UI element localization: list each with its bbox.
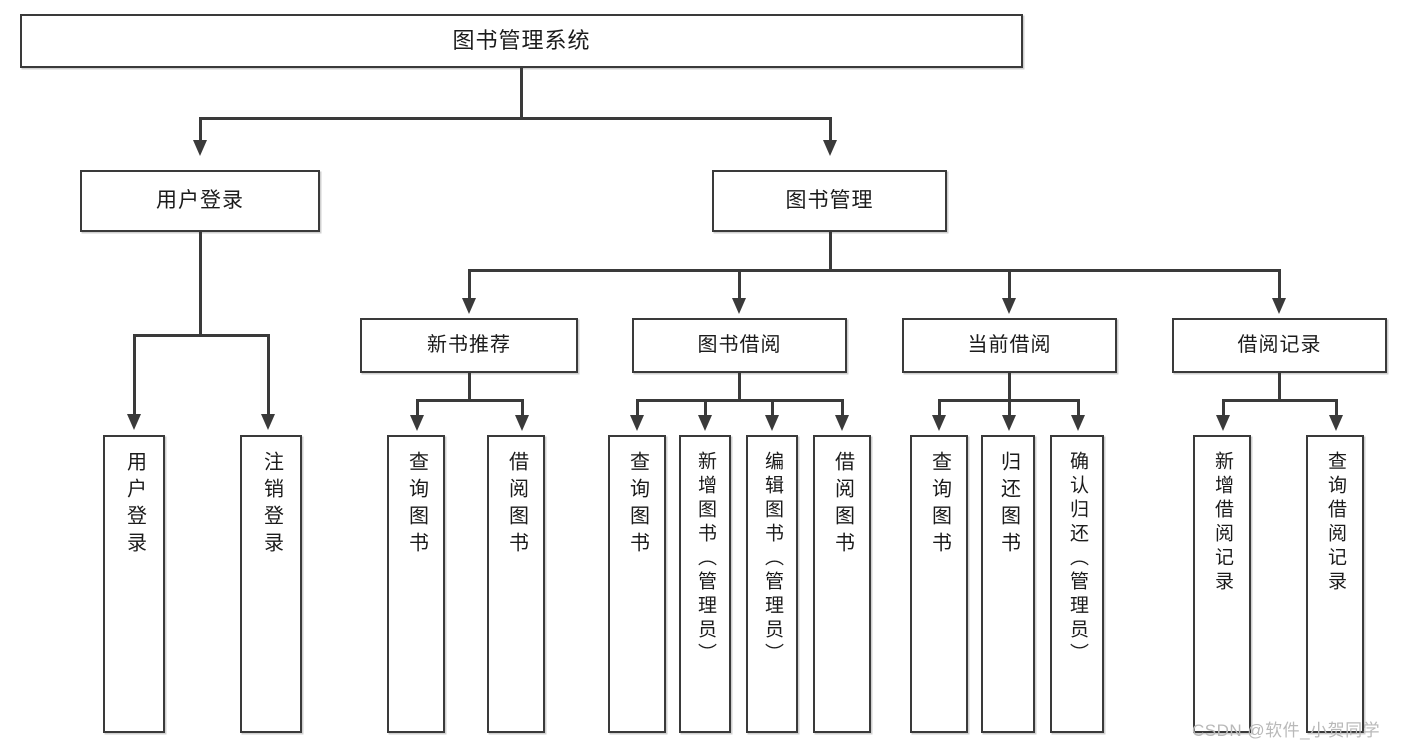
node-label: 借阅图书 (505, 451, 528, 559)
arrowhead-user-login (193, 140, 207, 156)
node-label: 查询借阅记录 (1324, 451, 1346, 595)
leaf-user-login[interactable]: 用户登录 (103, 435, 165, 733)
arrowhead-nb-leaf-1 (410, 415, 424, 431)
edge-new-book-to-leaf-1 (416, 399, 419, 419)
edge-br-to-leaf-1 (1222, 399, 1225, 419)
node-label: 用户登录 (123, 451, 146, 559)
edge-bb-to-leaf-1 (636, 399, 639, 419)
edge-cb-to-leaf-2 (1008, 399, 1011, 419)
leaf-add-book-admin[interactable]: 新增图书（管理员） (679, 435, 731, 733)
edge-cb-to-leaf-3 (1077, 399, 1080, 419)
leaf-query-book-borrow[interactable]: 查询图书 (608, 435, 666, 733)
edge-bb-to-leaf-4 (841, 399, 844, 419)
arrowhead-borrow-record (1272, 298, 1286, 314)
arrowhead-book-borrow (732, 298, 746, 314)
node-borrow-record[interactable]: 借阅记录 (1172, 318, 1387, 373)
arrowhead-cb-leaf-2 (1002, 415, 1016, 431)
node-label: 归还图书 (997, 451, 1020, 559)
edge-bm-to-borrow-record (1278, 269, 1281, 301)
edge-user-login-to-leaf-1 (133, 334, 136, 418)
arrowhead-nb-leaf-2 (515, 415, 529, 431)
arrowhead-br-leaf-2 (1329, 415, 1343, 431)
node-label: 当前借阅 (967, 334, 1052, 356)
leaf-add-borrow-record[interactable]: 新增借阅记录 (1193, 435, 1251, 733)
edge-book-management-stem (829, 232, 832, 272)
edge-user-login-to-leaf-2 (267, 334, 270, 418)
arrowhead-bb-leaf-2 (698, 415, 712, 431)
node-book-borrow[interactable]: 图书借阅 (632, 318, 847, 373)
arrowhead-br-leaf-1 (1216, 415, 1230, 431)
leaf-borrow-book[interactable]: 借阅图书 (813, 435, 871, 733)
edge-new-book-bus (416, 399, 524, 402)
arrowhead-bb-leaf-3 (765, 415, 779, 431)
node-label: 新增图书（管理员） (694, 451, 716, 667)
edge-root-bus (199, 117, 832, 120)
node-label: 查询图书 (928, 451, 951, 559)
node-label: 图书管理 (785, 188, 874, 212)
node-label: 借阅记录 (1237, 334, 1322, 356)
arrowhead-book-management (823, 140, 837, 156)
leaf-query-borrow-record[interactable]: 查询借阅记录 (1306, 435, 1364, 733)
edge-root-to-book-management (829, 117, 832, 145)
arrowhead-cb-leaf-1 (932, 415, 946, 431)
edge-root-stem (520, 68, 523, 119)
node-label: 图书借阅 (697, 334, 782, 356)
edge-bb-to-leaf-2 (704, 399, 707, 419)
node-label: 查询图书 (405, 451, 428, 559)
edge-borrow-record-bus (1222, 399, 1338, 402)
leaf-borrow-book-new[interactable]: 借阅图书 (487, 435, 545, 733)
edge-new-book-to-leaf-2 (521, 399, 524, 419)
edge-cb-to-leaf-1 (938, 399, 941, 419)
edge-user-login-stem (199, 232, 202, 336)
leaf-return-book[interactable]: 归还图书 (981, 435, 1035, 733)
edge-new-book-stem (468, 373, 471, 401)
edge-bm-to-new-book (468, 269, 471, 301)
edge-book-borrow-bus (636, 399, 844, 402)
node-label: 图书管理系统 (452, 28, 591, 54)
arrowhead-leaf-user-login (127, 414, 141, 430)
leaf-query-book-current[interactable]: 查询图书 (910, 435, 968, 733)
node-label: 新书推荐 (427, 334, 511, 356)
arrowhead-bb-leaf-4 (835, 415, 849, 431)
edge-book-borrow-stem (738, 373, 741, 401)
arrowhead-cb-leaf-3 (1071, 415, 1085, 431)
arrowhead-bb-leaf-1 (630, 415, 644, 431)
arrowhead-new-book (462, 298, 476, 314)
edge-root-to-user-login (199, 117, 202, 145)
leaf-confirm-return-admin[interactable]: 确认归还（管理员） (1050, 435, 1104, 733)
leaf-logout[interactable]: 注销登录 (240, 435, 302, 733)
node-book-management[interactable]: 图书管理 (712, 170, 947, 232)
node-book-management-system[interactable]: 图书管理系统 (20, 14, 1023, 68)
node-label: 查询图书 (626, 451, 649, 559)
arrowhead-current-borrow (1002, 298, 1016, 314)
leaf-query-book-new[interactable]: 查询图书 (387, 435, 445, 733)
arrowhead-leaf-logout (261, 414, 275, 430)
node-label: 新增借阅记录 (1211, 451, 1233, 595)
node-label: 用户登录 (156, 188, 244, 212)
node-user-login[interactable]: 用户登录 (80, 170, 320, 232)
node-label: 借阅图书 (831, 451, 854, 559)
node-label: 确认归还（管理员） (1066, 451, 1088, 667)
edge-bm-to-current-borrow (1008, 269, 1011, 301)
edge-bm-to-book-borrow (738, 269, 741, 301)
node-new-book-recommend[interactable]: 新书推荐 (360, 318, 578, 373)
node-label: 编辑图书（管理员） (761, 451, 783, 667)
edge-current-borrow-stem (1008, 373, 1011, 401)
edge-user-login-bus (133, 334, 269, 337)
edge-book-management-bus (468, 269, 1280, 272)
edge-borrow-record-stem (1278, 373, 1281, 401)
leaf-edit-book-admin[interactable]: 编辑图书（管理员） (746, 435, 798, 733)
node-label: 注销登录 (260, 451, 283, 559)
edge-bb-to-leaf-3 (771, 399, 774, 419)
edge-br-to-leaf-2 (1335, 399, 1338, 419)
node-current-borrow[interactable]: 当前借阅 (902, 318, 1117, 373)
